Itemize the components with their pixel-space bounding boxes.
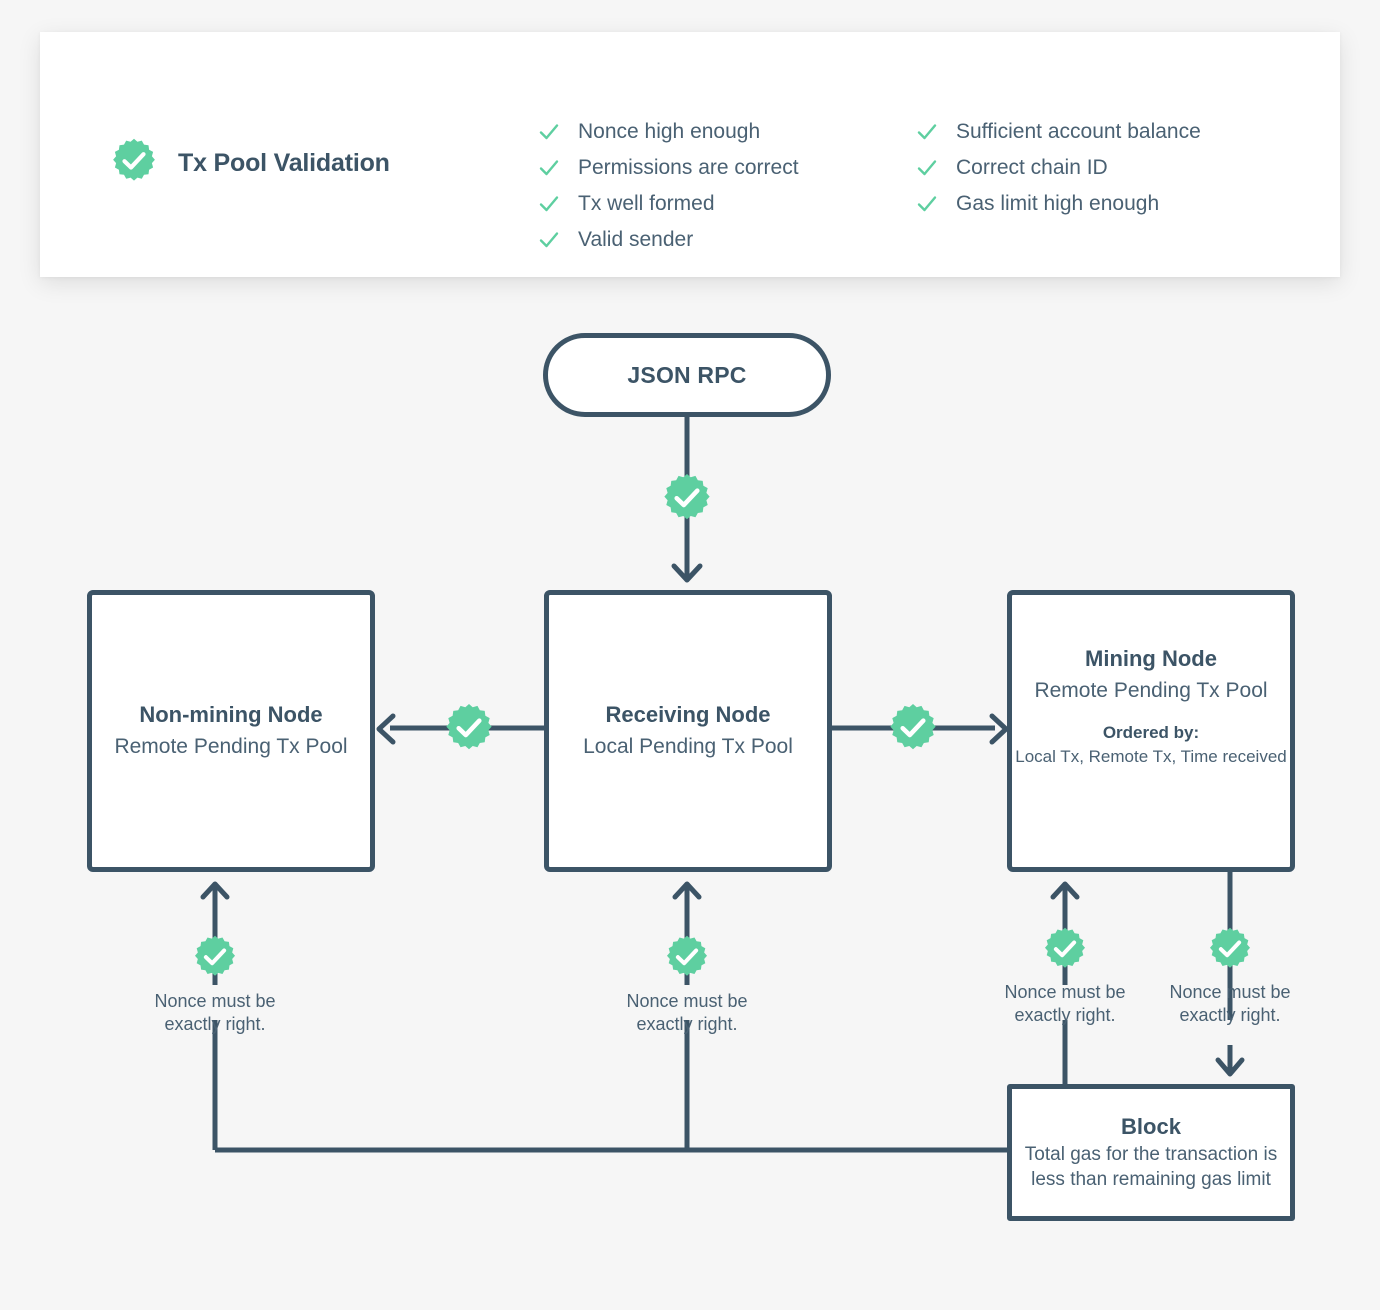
node-ordered-by-value: Local Tx, Remote Tx, Time received	[1015, 747, 1287, 767]
arrowhead-down	[1215, 1057, 1245, 1077]
arrowhead-right	[989, 713, 1009, 745]
arrowhead-left	[376, 713, 396, 745]
node-title: Mining Node	[1085, 646, 1217, 671]
arrowhead-up	[672, 881, 702, 900]
node-title: Receiving Node	[605, 702, 771, 728]
node-ordered-by-label: Ordered by:	[1102, 723, 1200, 743]
node-title: JSON RPC	[627, 361, 747, 388]
page-title: Tx Pool Validation	[178, 149, 390, 177]
node-block[interactable]: Block Total gas for the transaction is l…	[1007, 1084, 1295, 1221]
checklist-item: Permissions are correct	[538, 156, 799, 180]
checklist-item: Gas limit high enough	[916, 192, 1201, 216]
check-icon	[917, 160, 937, 176]
card-title-group: Tx Pool Validation	[110, 137, 390, 190]
checklist-label: Correct chain ID	[956, 156, 1108, 179]
node-receiving[interactable]: Receiving Node Local Pending Tx Pool	[544, 590, 832, 872]
checklist-label: Valid sender	[578, 228, 694, 251]
check-icon	[539, 160, 559, 176]
node-subtitle: Total gas for the transaction is less th…	[1024, 1144, 1278, 1190]
checklist-item: Correct chain ID	[916, 156, 1201, 180]
checklist-label: Permissions are correct	[578, 156, 799, 179]
node-title: Non-mining Node	[139, 702, 323, 728]
checklist-item: Nonce high enough	[538, 120, 799, 144]
validation-badge-non-mining-nonce	[192, 934, 238, 980]
validation-badge-receiving-nonce	[664, 934, 710, 980]
checklist-item: Sufficient account balance	[916, 120, 1201, 144]
node-subtitle: Remote Pending Tx Pool	[114, 734, 348, 758]
validation-badge-to-mining	[887, 702, 939, 754]
checklist-column-right: Sufficient account balance Correct chain…	[916, 120, 1201, 216]
node-subtitle: Remote Pending Tx Pool	[1034, 678, 1268, 702]
verified-check-badge-icon	[110, 137, 158, 190]
check-icon	[539, 232, 559, 248]
arrowhead-up	[1050, 881, 1080, 900]
checklist-item: Tx well formed	[538, 192, 799, 216]
node-title: Block	[1121, 1113, 1181, 1139]
validation-badge-to-non-mining	[443, 702, 495, 754]
checklist-label: Tx well formed	[578, 192, 715, 215]
validation-badge-mining-nonce	[1042, 926, 1088, 972]
check-icon	[917, 196, 937, 212]
validation-badge-json-rpc	[661, 472, 713, 524]
arrowhead-down	[671, 563, 703, 583]
checklist-label: Gas limit high enough	[956, 192, 1160, 215]
arrowhead-up	[200, 881, 230, 900]
edge-caption-block-nonce: Nonce must be exactly right.	[1169, 982, 1291, 1026]
tx-pool-validation-card: Tx Pool Validation Nonce high enough Per…	[40, 32, 1340, 277]
checklist-label: Nonce high enough	[578, 120, 761, 143]
checklist-column-left: Nonce high enough Permissions are correc…	[538, 120, 799, 252]
checklist-label: Sufficient account balance	[956, 120, 1201, 143]
check-icon	[917, 124, 937, 140]
node-json-rpc[interactable]: JSON RPC	[543, 333, 831, 417]
node-subtitle: Local Pending Tx Pool	[583, 734, 793, 758]
node-mining[interactable]: Mining Node Remote Pending Tx Pool Order…	[1007, 590, 1295, 872]
validation-badge-block-nonce	[1207, 926, 1253, 972]
edge-caption-receiving-nonce: Nonce must be exactly right.	[626, 991, 748, 1035]
node-non-mining[interactable]: Non-mining Node Remote Pending Tx Pool	[87, 590, 375, 872]
edge-caption-non-mining-nonce: Nonce must be exactly right.	[154, 991, 276, 1035]
check-icon	[539, 196, 559, 212]
check-icon	[539, 124, 559, 140]
checklist-item: Valid sender	[538, 228, 799, 252]
edge-caption-mining-nonce: Nonce must be exactly right.	[1004, 982, 1126, 1026]
